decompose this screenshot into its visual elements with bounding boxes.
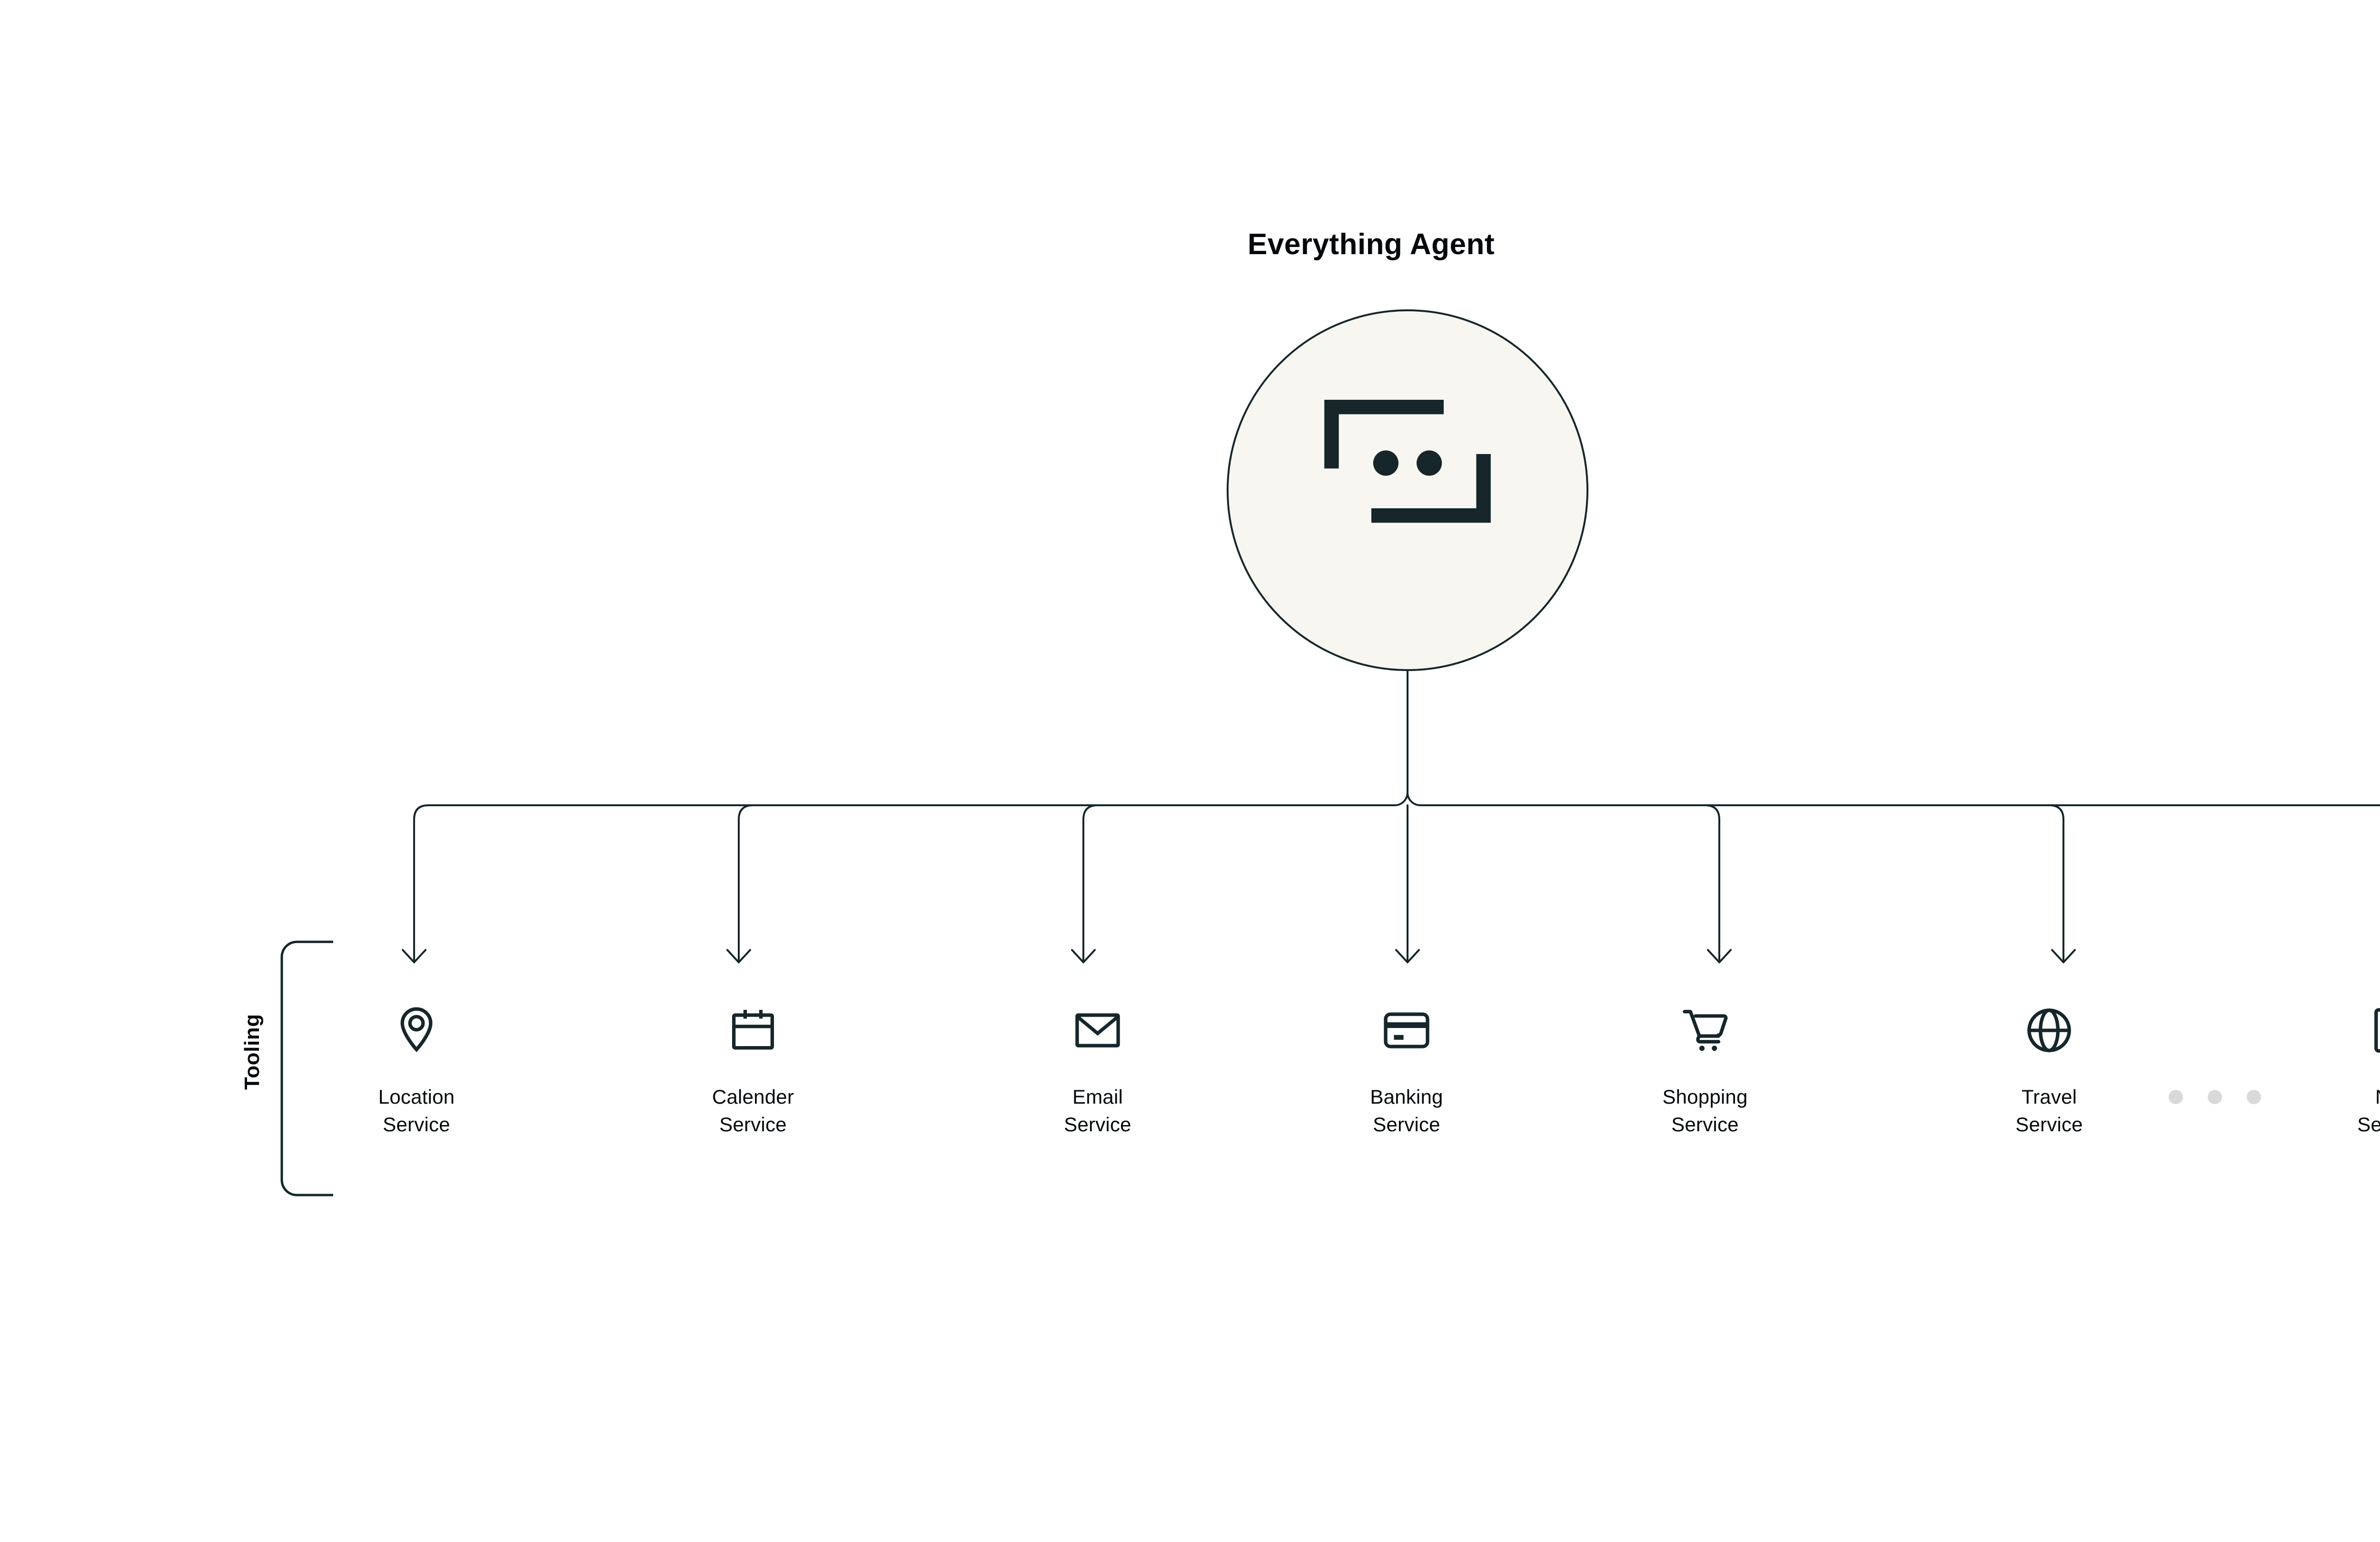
bus-right bbox=[1407, 791, 2380, 806]
page-title: Everything Agent bbox=[1248, 228, 1495, 261]
service-label: Nth Service bbox=[2357, 1086, 2380, 1136]
service-item-location[interactable]: Location Service bbox=[312, 995, 521, 1138]
service-label: Email Service bbox=[1064, 1086, 1131, 1136]
arrowhead-6 bbox=[2051, 949, 2076, 963]
branch-2 bbox=[738, 804, 754, 963]
agent-face-logo-icon bbox=[1324, 400, 1491, 523]
ellipsis-dot bbox=[2247, 1090, 2261, 1104]
globe-icon bbox=[1944, 995, 2154, 1066]
arrowhead-1 bbox=[402, 949, 426, 963]
shopping-cart-icon bbox=[1600, 995, 1810, 1066]
service-label: Location Service bbox=[378, 1086, 455, 1136]
branch-6 bbox=[2048, 804, 2064, 963]
service-item-travel[interactable]: Travel Service bbox=[1944, 995, 2154, 1138]
branch-5 bbox=[1704, 804, 1720, 963]
service-item-email[interactable]: Email Service bbox=[993, 995, 1202, 1138]
calendar-icon bbox=[648, 995, 858, 1066]
bus-left bbox=[413, 791, 1408, 820]
tooling-bracket-icon bbox=[280, 940, 333, 1196]
service-item-nth[interactable]: Nth Service bbox=[2286, 995, 2380, 1138]
tooling-label: Tooling bbox=[240, 1014, 264, 1090]
envelope-icon bbox=[993, 995, 1202, 1066]
arrowhead-3 bbox=[1071, 949, 1096, 963]
tooling-group: Tooling bbox=[224, 940, 333, 1197]
arrowhead-2 bbox=[726, 949, 751, 963]
agent-node[interactable] bbox=[1227, 309, 1588, 671]
ellipsis-dot bbox=[2208, 1090, 2222, 1104]
branch-3 bbox=[1082, 804, 1099, 963]
service-item-calendar[interactable]: Calender Service bbox=[648, 995, 858, 1138]
arrowhead-4 bbox=[1395, 949, 1420, 963]
agent-circle bbox=[1227, 309, 1588, 671]
service-label: Travel Service bbox=[2015, 1086, 2083, 1136]
ellipsis-dot bbox=[2169, 1090, 2183, 1104]
service-item-shopping[interactable]: Shopping Service bbox=[1600, 995, 1810, 1138]
credit-card-icon bbox=[1302, 995, 1511, 1066]
service-label: Banking Service bbox=[1370, 1086, 1443, 1136]
arrowhead-5 bbox=[1707, 949, 1732, 963]
service-label: Shopping Service bbox=[1662, 1086, 1748, 1136]
service-item-banking[interactable]: Banking Service bbox=[1302, 995, 1511, 1138]
more-services-ellipsis bbox=[2169, 1090, 2261, 1104]
map-pin-icon bbox=[312, 995, 521, 1066]
service-label: Calender Service bbox=[712, 1086, 794, 1136]
bar-chart-icon bbox=[2286, 995, 2380, 1066]
